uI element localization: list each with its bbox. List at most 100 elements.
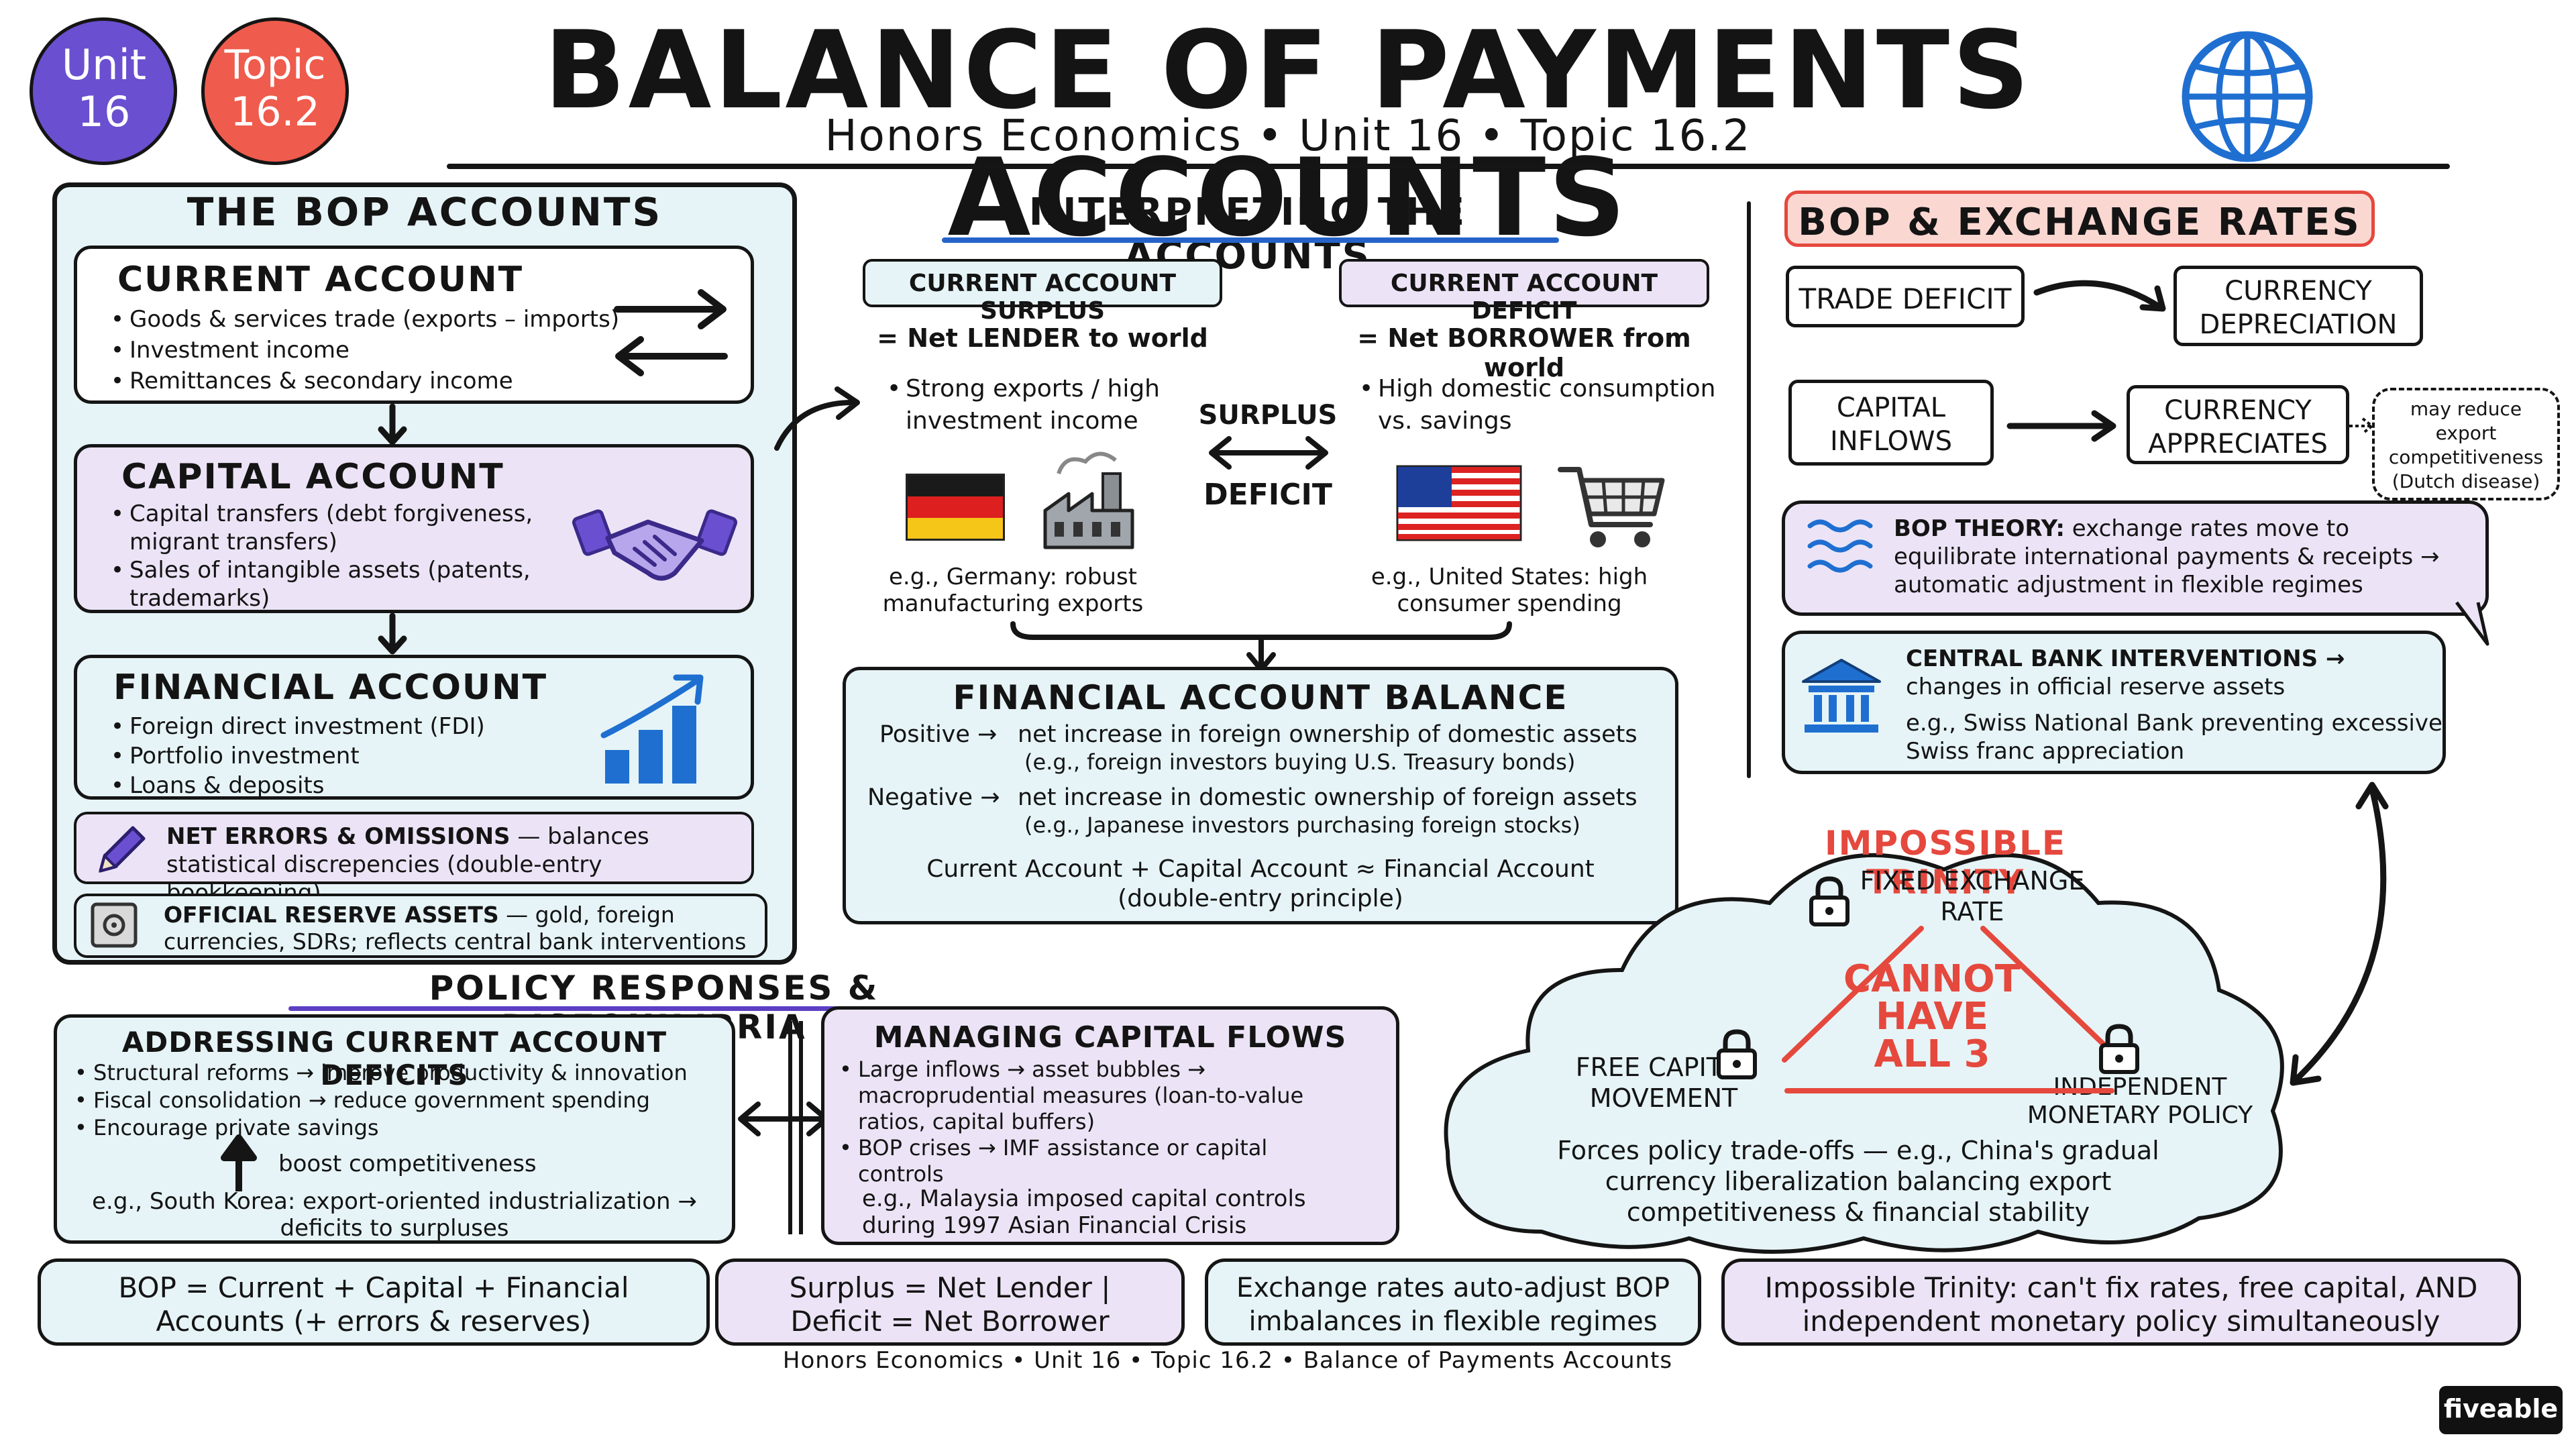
lock-icon — [1809, 876, 1849, 926]
surplus-bullets: Strong exports / high investment income — [883, 373, 1205, 437]
deficits-list: Structural reforms → improve productivit… — [70, 1059, 688, 1142]
double-entry-equation: Current Account + Capital Account ≈ Fina… — [926, 855, 1595, 883]
list-item: Capital transfers (debt forgiveness, mig… — [107, 500, 536, 556]
safe-icon — [91, 902, 138, 948]
bank-icon — [1802, 659, 1881, 733]
current-account-list: Goods & services trade (exports – import… — [107, 304, 619, 396]
trade-deficit-box: TRADE DEFICIT — [1786, 266, 2025, 327]
unit-badge — [30, 17, 177, 165]
official-reserves-box: OFFICIAL RESERVE ASSETS — gold, foreign … — [74, 894, 767, 958]
globe-icon — [2182, 31, 2313, 162]
central-bank-label: CENTRAL BANK INTERVENTIONS → — [1906, 645, 2345, 672]
title-underline — [447, 164, 2450, 169]
exchange-title: BOP & EXCHANGE RATES — [1798, 201, 2361, 244]
curved-arrow-icon — [2033, 280, 2166, 312]
surplus-tag: CURRENT ACCOUNT SURPLUS — [863, 259, 1222, 325]
negative-label: Negative → — [867, 784, 1000, 811]
growth-chart-icon — [600, 674, 704, 784]
trinity-independent-policy: INDEPENDENT MONETARY POLICY — [2027, 1073, 2253, 1129]
capital-inflows-box: CAPITAL INFLOWS — [1788, 380, 1994, 466]
double-arrow-icon — [1209, 436, 1328, 470]
list-item: Large inflows → asset bubbles → macropru… — [835, 1057, 1345, 1135]
central-bank-text: changes in official reserve assets — [1906, 674, 2286, 700]
trinity-center-text: CANNOT HAVE ALL 3 — [1843, 957, 2021, 1076]
list-item: Portfolio investment — [107, 741, 485, 771]
down-arrow-icon — [378, 403, 407, 445]
positive-example: (e.g., foreign investors buying U.S. Tre… — [1024, 749, 1576, 775]
dutch-disease-note: may reduce export competitiveness (Dutch… — [2372, 388, 2560, 500]
trinity-cloud — [1444, 853, 2284, 1254]
trinity-triangle — [1782, 926, 2123, 1093]
factory-icon — [1043, 451, 1134, 549]
summary-card-1: BOP = Current + Capital + Financial Acco… — [38, 1258, 710, 1346]
bop-theory-box: BOP THEORY: exchange rates move to equil… — [1782, 500, 2489, 616]
list-item: Strong exports / high investment income — [883, 373, 1205, 437]
summary-card-3: Exchange rates auto-adjust BOP imbalance… — [1205, 1258, 1701, 1346]
list-item: Foreign direct investment (FDI) — [107, 712, 485, 741]
surplus-example: e.g., Germany: robust manufacturing expo… — [882, 564, 1144, 617]
currency-appreciates-box: CURRENCY APPRECIATES — [2127, 385, 2349, 464]
deficit-tag: CURRENT ACCOUNT DEFICIT — [1339, 259, 1709, 325]
surplus-deficit-top: SURPLUS — [1198, 400, 1338, 431]
curved-arrow-icon — [774, 386, 860, 451]
capital-flows-title: MANAGING CAPITAL FLOWS — [873, 1020, 1347, 1055]
interpreting-underline — [942, 237, 1559, 243]
page-subtitle: Honors Economics • Unit 16 • Topic 16.2 — [824, 111, 1752, 161]
up-arrow-icon — [221, 1134, 257, 1191]
deficit-bullets: High domestic consumption vs. savings — [1355, 373, 1717, 437]
bop-theory-label: BOP THEORY: — [1894, 515, 2065, 542]
bop-accounts-title: THE BOP ACCOUNTS — [186, 189, 663, 235]
topic-badge — [201, 17, 349, 165]
list-item: Goods & services trade (exports – import… — [107, 304, 619, 335]
list-item: High domestic consumption vs. savings — [1355, 373, 1717, 437]
double-arrow-icon — [738, 1021, 829, 1234]
list-item: Fiscal consolidation → reduce government… — [70, 1087, 688, 1114]
waves-icon — [1807, 519, 1873, 573]
currency-depreciation-box: CURRENCY DEPRECIATION — [2174, 266, 2423, 346]
capital-account-title: CAPITAL ACCOUNT — [121, 457, 504, 497]
current-account-box: CURRENT ACCOUNT Goods & services trade (… — [74, 246, 754, 404]
pencil-icon — [99, 826, 146, 873]
exchange-arrows-icon — [614, 289, 728, 376]
handshake-icon — [572, 509, 738, 581]
fiveable-logo: fiveable — [2439, 1386, 2563, 1434]
net-errors-label: NET ERRORS & OMISSIONS — [166, 823, 511, 850]
column-divider — [1747, 201, 1751, 778]
financial-account-box: FINANCIAL ACCOUNT Foreign direct investm… — [74, 655, 754, 800]
trinity-fixed-rate: FIXED EXCHANGE RATE — [1860, 866, 2085, 926]
exchange-title-box: BOP & EXCHANGE RATES — [1784, 191, 2375, 247]
right-arrow-icon — [2006, 410, 2116, 442]
surplus-deficit-bottom: DEFICIT — [1203, 478, 1332, 512]
deficits-example: e.g., South Korea: export-oriented indus… — [92, 1188, 697, 1242]
topic-badge-label: Topic 16.2 — [224, 42, 326, 136]
list-item: Encourage private savings — [70, 1114, 688, 1142]
financial-balance-title: FINANCIAL ACCOUNT BALANCE — [953, 678, 1568, 717]
double-entry-note: (double-entry principle) — [1118, 885, 1403, 912]
financial-account-title: FINANCIAL ACCOUNT — [113, 667, 548, 708]
negative-text: net increase in domestic ownership of fo… — [1018, 784, 1638, 811]
policy-underline — [288, 1006, 986, 1011]
list-item: Loans & deposits — [107, 771, 485, 800]
capital-account-list: Capital transfers (debt forgiveness, mig… — [107, 500, 536, 612]
capital-flows-example: e.g., Malaysia imposed capital controls … — [862, 1185, 1306, 1239]
surplus-equals: = Net LENDER to world — [877, 323, 1208, 353]
summary-card-4: Impossible Trinity: can't fix rates, fre… — [1721, 1258, 2521, 1346]
list-item: Sales of intangible assets (patents, tra… — [107, 556, 536, 612]
list-item: Structural reforms → improve productivit… — [70, 1059, 688, 1087]
lock-icon — [2099, 1024, 2139, 1074]
central-bank-box: CENTRAL BANK INTERVENTIONS → changes in … — [1782, 631, 2446, 774]
unit-badge-label: Unit 16 — [61, 40, 147, 136]
shopping-cart-icon — [1558, 467, 1665, 547]
list-item: Investment income — [107, 335, 619, 366]
boost-text: boost competitiveness — [278, 1150, 537, 1177]
trinity-title: IMPOSSIBLE TRINITY — [1824, 824, 2066, 902]
speech-tail-icon — [2455, 601, 2489, 646]
usa-flag-icon — [1396, 465, 1522, 541]
footer-text: Honors Economics • Unit 16 • Topic 16.2 … — [782, 1347, 1673, 1374]
capital-flows-box: MANAGING CAPITAL FLOWS Large inflows → a… — [821, 1006, 1399, 1245]
official-reserves-label: OFFICIAL RESERVE ASSETS — [164, 902, 499, 928]
negative-example: (e.g., Japanese investors purchasing for… — [1024, 812, 1580, 838]
trinity-free-capital: FREE CAPITAL MOVEMENT — [1575, 1053, 1752, 1113]
current-account-title: CURRENT ACCOUNT — [117, 260, 524, 300]
positive-text: net increase in foreign ownership of dom… — [1018, 721, 1638, 748]
